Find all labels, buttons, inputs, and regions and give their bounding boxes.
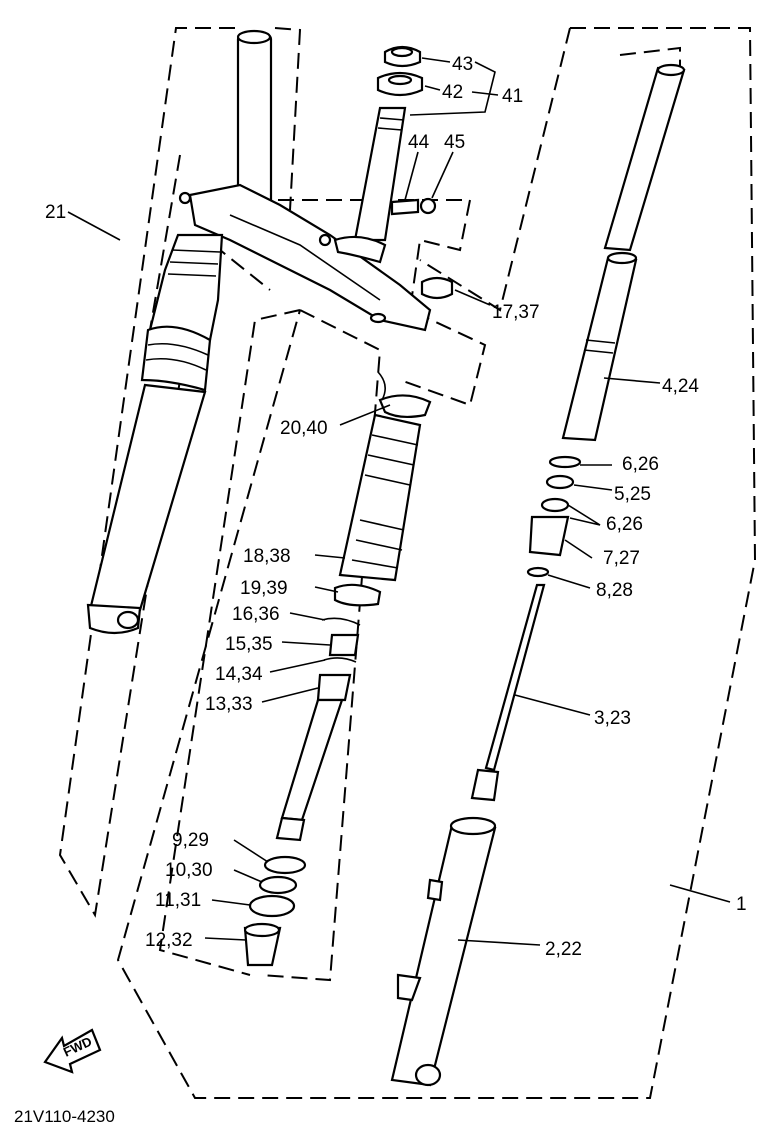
outline-top-right [619,46,681,70]
callout-18-38: 18,38 [243,546,291,567]
outline-right-inner [419,27,571,312]
callout-6-26-top: 6,26 [622,454,659,475]
callout-11-31: 11,31 [155,890,201,911]
callout-41: 41 [502,86,523,107]
callout-16-36: 16,36 [232,604,280,625]
callout-45: 45 [444,132,465,153]
callout-9-29: 9,29 [172,830,209,851]
drawing-code: 21V110-4230 [14,1107,115,1126]
left-fork-assembly [86,29,432,635]
steering-stem [333,45,437,264]
fwd-arrow-icon: FWD [43,1028,102,1074]
callout-2-22: 2,22 [545,939,582,960]
callout-4-24: 4,24 [662,376,699,397]
callout-17-37: 17,37 [492,302,540,323]
callout-21: 21 [45,202,66,223]
callout-13-33: 13,33 [205,694,253,715]
leader-lines [67,57,731,946]
callout-1: 1 [736,894,747,915]
callout-12-32: 12,32 [145,930,193,951]
callout-44: 44 [408,132,430,153]
outline-left-fork-top [274,27,302,211]
callout-7-27: 7,27 [603,548,640,569]
callout-43: 43 [452,54,473,75]
outline-center-left [158,309,301,976]
callout-5-25: 5,25 [614,484,651,505]
callout-42: 42 [442,82,463,103]
center-cartridge [243,276,454,967]
outline-center-group [259,309,382,982]
callout-19-39: 19,39 [240,578,288,599]
right-fork-assembly [390,63,686,1087]
callout-20-40: 20,40 [280,418,328,439]
callout-8-28: 8,28 [596,580,633,601]
callout-10-30: 10,30 [165,860,213,881]
callout-3-23: 3,23 [594,708,631,729]
outline-right-group [116,27,757,1099]
callout-15-35: 15,35 [225,634,273,655]
callout-labels: 43 42 41 44 45 21 17,37 4,24 20,40 6,26 … [45,54,747,960]
callout-14-34: 14,34 [215,664,263,685]
callout-6-26-bottom: 6,26 [606,514,643,535]
outline-bracket-right [230,199,487,407]
